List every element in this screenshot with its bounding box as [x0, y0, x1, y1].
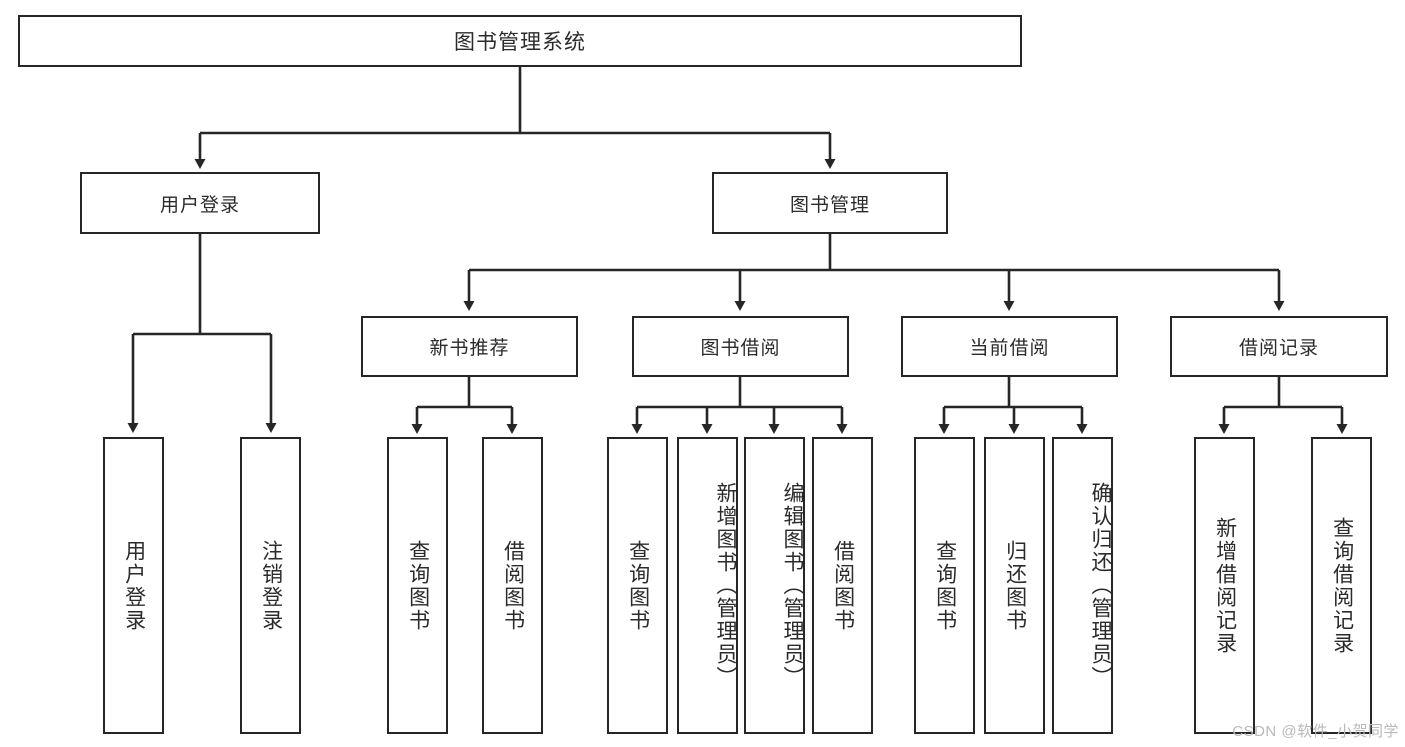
leaf-current-return-book[interactable]: 归还图书 — [984, 437, 1045, 734]
node-book-borrow-label: 图书借阅 — [700, 338, 781, 359]
leaf-label: 查询图书 — [626, 539, 650, 632]
leaf-borrow-edit-book-admin[interactable]: 编辑图书（管理员） — [744, 437, 805, 734]
leaf-label: 新增借阅记录 — [1213, 516, 1237, 655]
leaf-current-confirm-return-admin[interactable]: 确认归还（管理员） — [1052, 437, 1113, 734]
leaf-record-add-record[interactable]: 新增借阅记录 — [1194, 437, 1255, 734]
node-user-login-label: 用户登录 — [159, 194, 240, 216]
leaf-label: 确认归还（管理员） — [1089, 482, 1112, 689]
node-current-borrow[interactable]: 当前借阅 — [901, 316, 1118, 377]
leaf-recommend-borrow-book[interactable]: 借阅图书 — [482, 437, 543, 734]
leaf-record-query-record[interactable]: 查询借阅记录 — [1311, 437, 1372, 734]
node-root[interactable]: 图书管理系统 — [18, 15, 1022, 67]
node-borrow-record-label: 借阅记录 — [1238, 338, 1319, 359]
leaf-borrow-add-book-admin[interactable]: 新增图书（管理员） — [677, 437, 738, 734]
leaf-label: 借阅图书 — [501, 539, 525, 632]
leaf-label: 新增图书（管理员） — [714, 482, 737, 689]
leaf-label: 归还图书 — [1003, 539, 1027, 632]
node-user-login[interactable]: 用户登录 — [80, 172, 320, 234]
leaf-label: 编辑图书（管理员） — [781, 482, 804, 689]
leaf-label: 用户登录 — [122, 539, 146, 632]
leaf-borrow-query-book[interactable]: 查询图书 — [607, 437, 668, 734]
leaf-label: 查询借阅记录 — [1330, 516, 1354, 655]
leaf-user-login-login[interactable]: 用户登录 — [103, 437, 164, 734]
node-root-label: 图书管理系统 — [454, 31, 586, 54]
csdn-watermark: CSDN @软件_小贺同学 — [1232, 723, 1399, 740]
leaf-current-query-book[interactable]: 查询图书 — [914, 437, 975, 734]
leaf-label: 注销登录 — [259, 539, 283, 632]
leaf-user-login-logout[interactable]: 注销登录 — [240, 437, 301, 734]
node-book-management-label: 图书管理 — [789, 194, 870, 216]
node-book-management[interactable]: 图书管理 — [712, 172, 948, 234]
leaf-label: 查询图书 — [933, 539, 957, 632]
leaf-borrow-borrow-book[interactable]: 借阅图书 — [812, 437, 873, 734]
leaf-label: 查询图书 — [406, 539, 430, 632]
node-new-book-recommend-label: 新书推荐 — [429, 338, 510, 359]
node-borrow-record[interactable]: 借阅记录 — [1170, 316, 1388, 377]
node-new-book-recommend[interactable]: 新书推荐 — [361, 316, 578, 377]
leaf-recommend-query-book[interactable]: 查询图书 — [387, 437, 448, 734]
node-book-borrow[interactable]: 图书借阅 — [632, 316, 849, 377]
leaf-label: 借阅图书 — [831, 539, 855, 632]
node-current-borrow-label: 当前借阅 — [969, 338, 1050, 359]
